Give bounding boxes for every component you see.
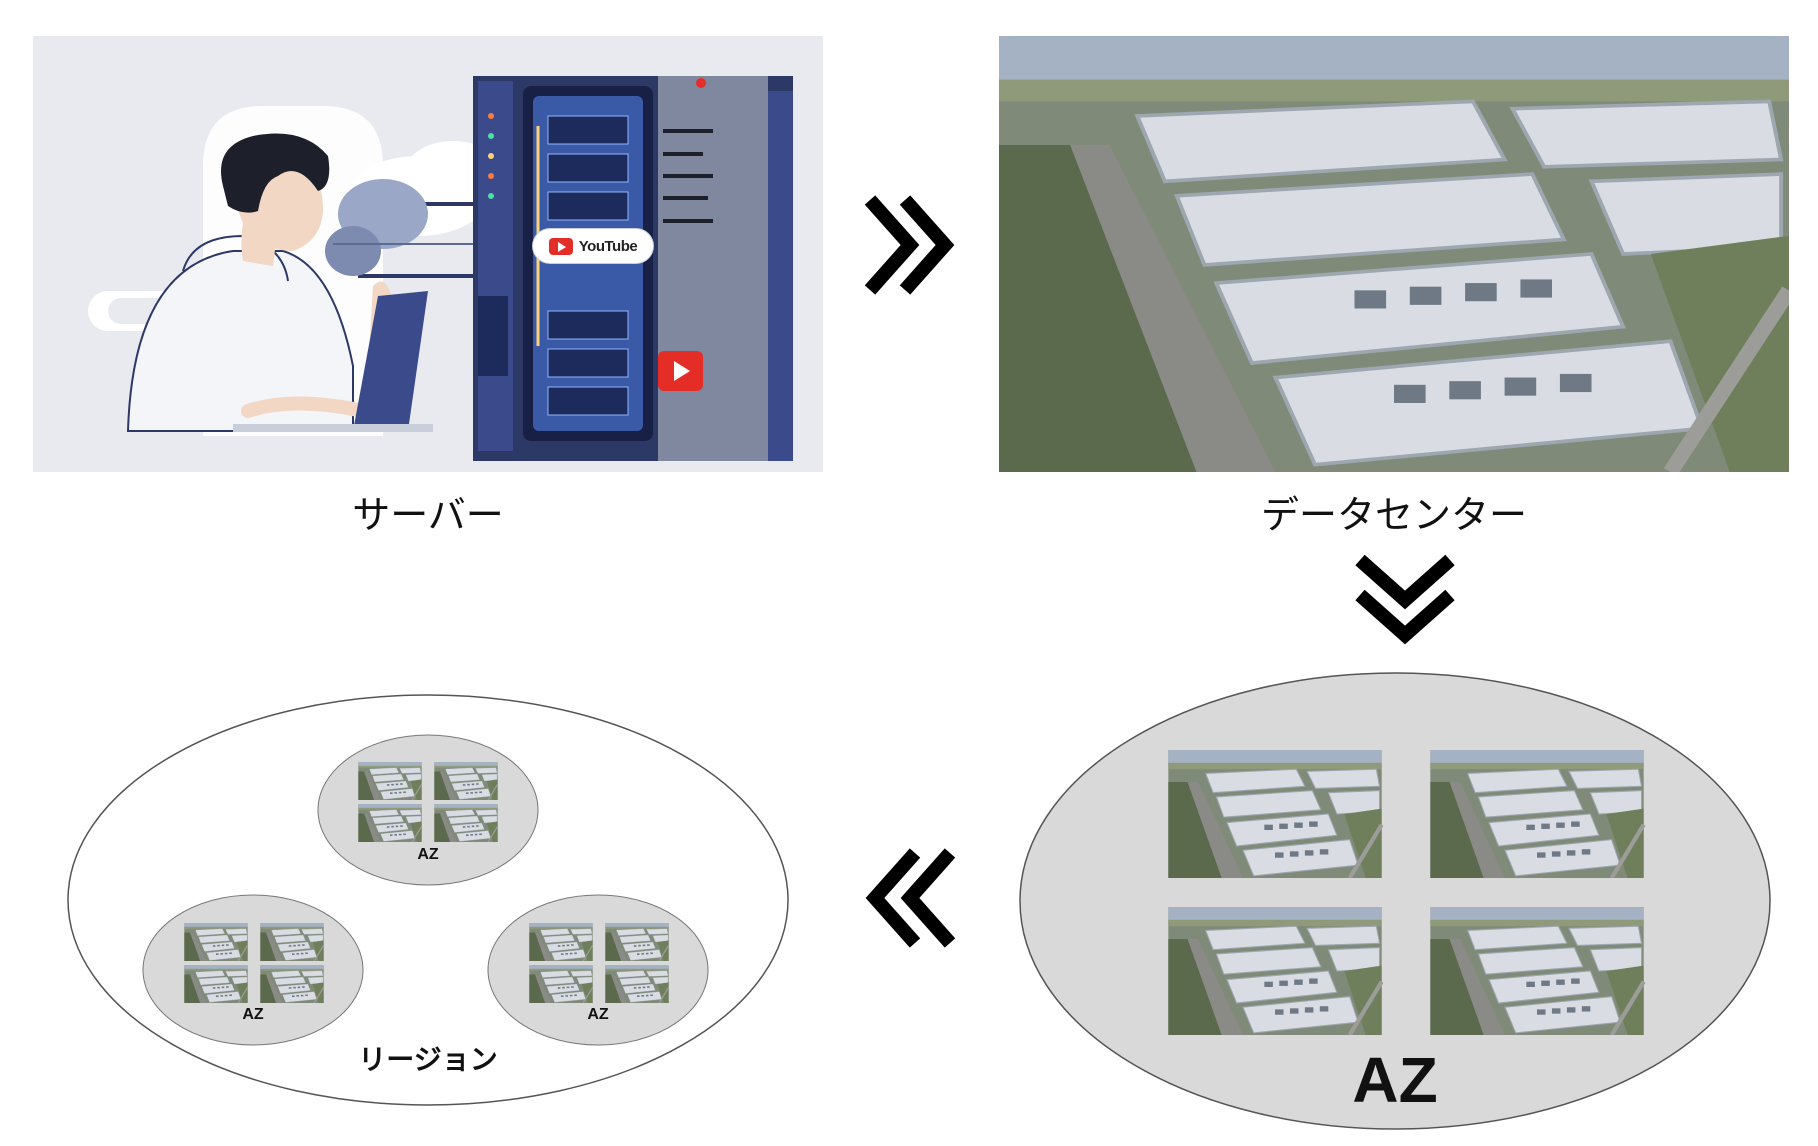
az-large-label: AZ <box>1352 1044 1438 1116</box>
server-label: サーバー <box>352 493 504 537</box>
chevron-right-icon <box>864 195 955 295</box>
datacenter-label: データセンター <box>1260 493 1527 537</box>
youtube-badge-text: YouTube <box>578 237 638 255</box>
region-az-right <box>487 894 709 1046</box>
person-icon <box>126 133 433 432</box>
server-illustration: YouTube <box>33 36 823 472</box>
region-label: リージョン <box>358 1043 498 1076</box>
region-az-top <box>317 734 539 886</box>
region-az-left-label: AZ <box>242 1006 264 1023</box>
chevron-left-icon <box>865 848 956 948</box>
az-diagram: AZ <box>1000 665 1790 1140</box>
youtube-logo-icon: YouTube <box>533 229 653 263</box>
region-diagram: AZ AZ AZ リージョン <box>33 680 823 1120</box>
chevron-down-icon <box>1355 554 1455 645</box>
datacenter-photo <box>999 36 1789 472</box>
region-az-right-label: AZ <box>587 1006 609 1023</box>
region-az-top-label: AZ <box>417 846 439 863</box>
region-az-left <box>142 894 364 1046</box>
server-rack-icon <box>473 76 793 461</box>
